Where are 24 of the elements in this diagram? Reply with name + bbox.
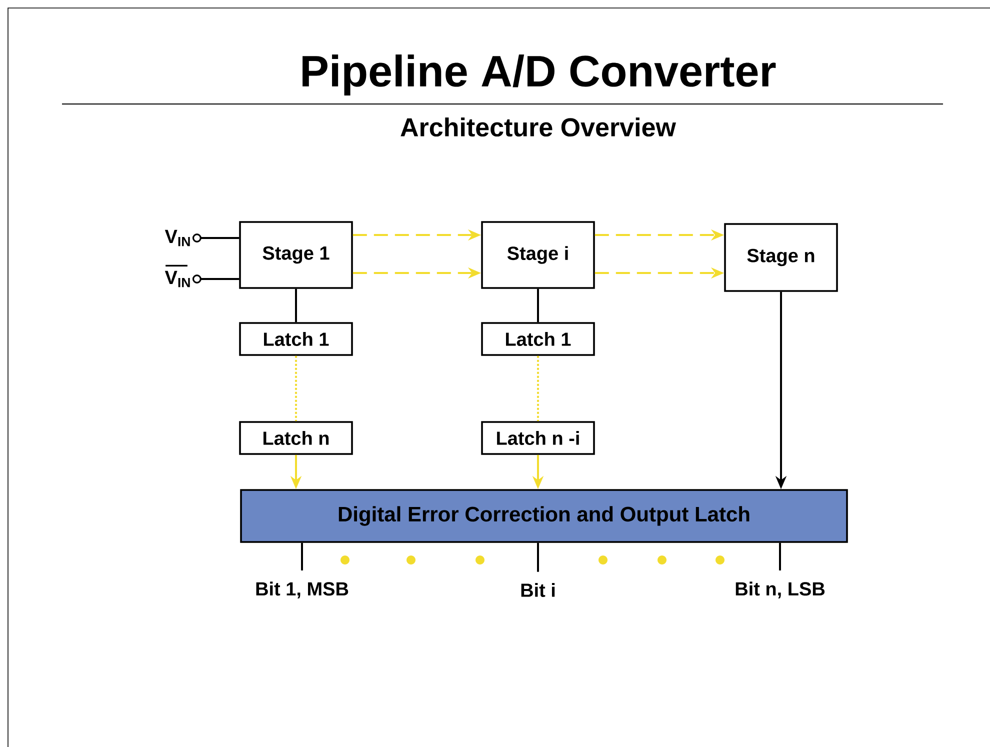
bit-label: Bit i [521,583,555,597]
terminal-label: V$_{IN}$ [164,230,190,246]
stage-box: Latch n -i [481,421,595,455]
connector-line [295,356,297,422]
connector-line [537,542,539,572]
stage-box: Latch n [239,421,353,455]
correction-bar: Digital Error Correction and Output Latch [240,489,848,543]
stage-box: Stage i [481,221,595,289]
connector-line [779,542,781,570]
stage-box: Stage 1 [239,221,353,289]
connector-line [537,356,539,422]
subtitle: Architecture Overview [400,117,676,137]
bit-label: Bit n, LSB [736,582,825,598]
stage-box: Latch 1 [239,322,353,356]
terminal-label: V$_{IN}$ [164,264,190,288]
title: Pipeline A/D Converter [302,54,776,96]
connector-line [301,542,303,570]
bit-label: Bit 1, MSB [256,582,348,598]
stage-box: Stage n [724,223,838,292]
connector-line [295,288,297,322]
connector-line [537,288,539,322]
stage-box: Latch 1 [481,322,595,356]
arrow [192,274,240,284]
arrow [192,234,240,242]
